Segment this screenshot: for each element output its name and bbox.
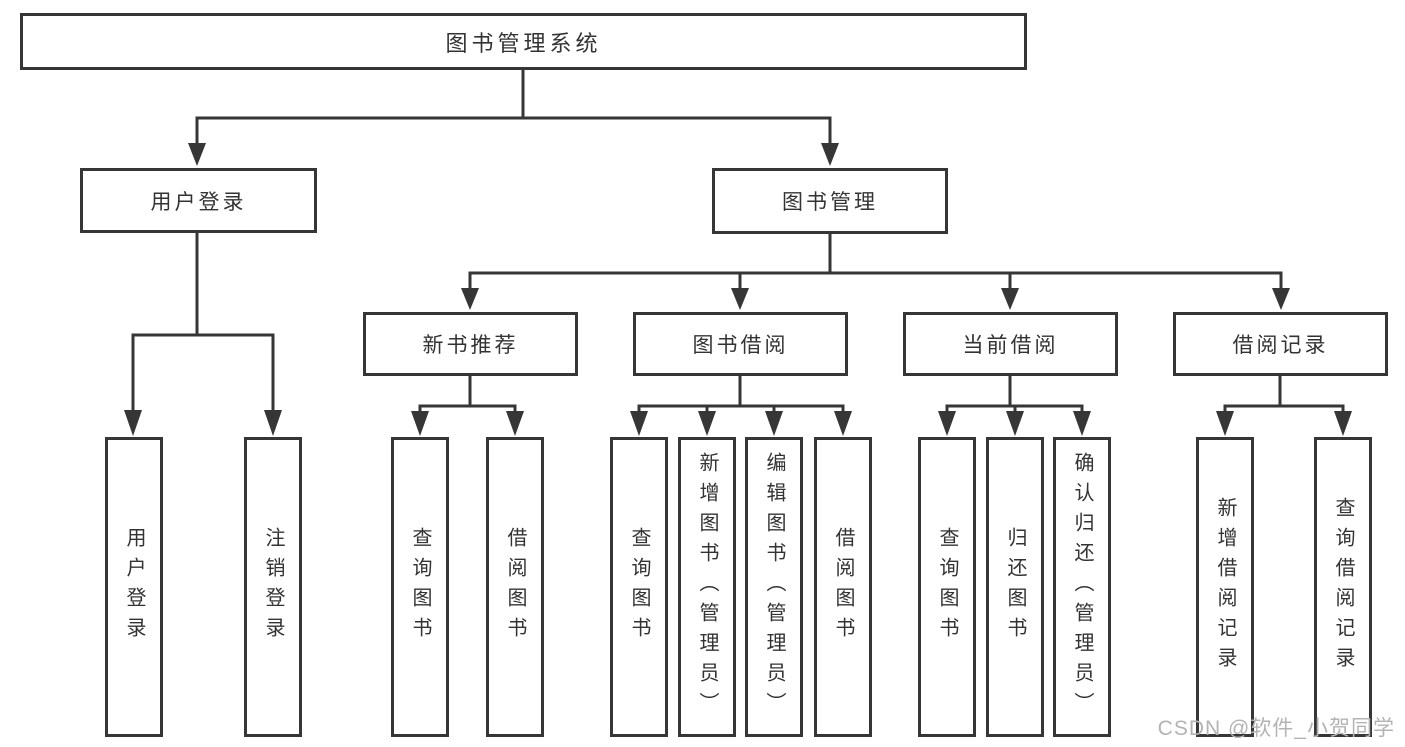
leaf-logout-label: 注销登录: [262, 527, 284, 647]
leaf-return-book-label: 归还图书: [1004, 527, 1026, 647]
connector-new-book-recommend: [418, 374, 517, 414]
leaf-add-borrow-record-label: 新增借阅记录: [1214, 497, 1236, 677]
watermark: CSDN @软件_小贺同学: [1157, 717, 1395, 740]
node-user-login: 用户登录: [80, 168, 317, 233]
leaf-recommend-borrow-books-label: 借阅图书: [504, 527, 526, 647]
arrowheads-user-login: [124, 410, 282, 436]
leaf-current-query-books: 查询图书: [918, 437, 976, 737]
node-new-book-recommend: 新书推荐: [363, 312, 578, 376]
leaf-borrow-query-books: 查询图书: [610, 437, 668, 737]
node-user-login-label: 用户登录: [150, 190, 247, 214]
leaf-user-login: 用户登录: [105, 437, 163, 737]
node-new-book-recommend-label: 新书推荐: [422, 334, 519, 357]
leaf-add-book-admin-label: 新增图书（管理员）: [696, 452, 718, 722]
connector-book-management: [468, 232, 1283, 291]
leaf-borrow-books-label: 借阅图书: [832, 527, 854, 647]
leaf-borrow-books: 借阅图书: [814, 437, 872, 737]
leaf-query-borrow-record: 查询借阅记录: [1314, 437, 1372, 737]
leaf-recommend-query-books-label: 查询图书: [409, 527, 431, 647]
leaf-logout: 注销登录: [244, 437, 302, 737]
leaf-add-book-admin: 新增图书（管理员）: [678, 437, 736, 737]
arrowheads-book-management: [461, 288, 1290, 310]
leaf-edit-book-admin: 编辑图书（管理员）: [745, 437, 803, 737]
connector-borrow-records: [1223, 374, 1345, 414]
node-current-borrow: 当前借阅: [903, 312, 1118, 376]
leaf-user-login-label: 用户登录: [123, 527, 145, 647]
node-borrow-records: 借阅记录: [1173, 312, 1388, 376]
node-current-borrow-label: 当前借阅: [962, 334, 1059, 357]
leaf-query-borrow-record-label: 查询借阅记录: [1332, 497, 1354, 677]
leaf-add-borrow-record: 新增借阅记录: [1196, 437, 1254, 737]
node-root-label: 图书管理系统: [445, 30, 602, 56]
leaf-borrow-query-books-label: 查询图书: [628, 527, 650, 647]
arrowheads-root: [188, 143, 839, 166]
leaf-recommend-query-books: 查询图书: [391, 437, 449, 737]
leaf-return-book: 归还图书: [986, 437, 1044, 737]
leaf-edit-book-admin-label: 编辑图书（管理员）: [763, 452, 785, 722]
arrowheads-new-book-recommend: [411, 411, 524, 436]
connector-user-login: [131, 231, 275, 413]
arrowheads-current-borrow: [938, 411, 1091, 436]
arrowheads-book-borrow: [630, 411, 852, 436]
node-root: 图书管理系统: [20, 13, 1027, 70]
connector-book-borrow: [637, 374, 845, 414]
leaf-current-query-books-label: 查询图书: [936, 527, 958, 647]
connector-root: [195, 68, 832, 147]
leaf-recommend-borrow-books: 借阅图书: [486, 437, 544, 737]
node-borrow-records-label: 借阅记录: [1232, 334, 1329, 357]
node-book-management: 图书管理: [712, 168, 948, 234]
arrowheads-borrow-records: [1216, 411, 1352, 436]
leaf-confirm-return-admin: 确认归还（管理员）: [1053, 437, 1111, 737]
connector-current-borrow: [945, 374, 1084, 414]
node-book-borrow-label: 图书借阅: [692, 334, 789, 357]
node-book-management-label: 图书管理: [782, 191, 878, 214]
leaf-confirm-return-admin-label: 确认归还（管理员）: [1071, 452, 1093, 722]
node-book-borrow: 图书借阅: [633, 312, 848, 376]
